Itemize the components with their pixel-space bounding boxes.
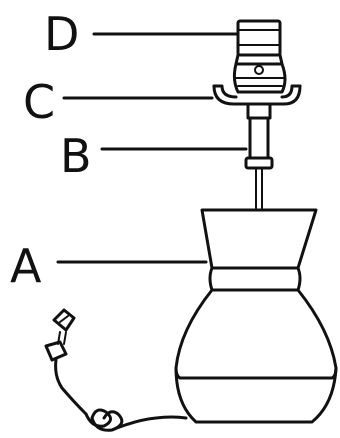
label-c: C [23,75,55,129]
part-a-lamp-base [174,208,338,424]
part-d-socket [232,19,287,94]
label-d: D [44,7,79,61]
label-b: B [60,129,92,183]
power-cord-with-plug [44,308,188,432]
label-a: A [10,239,42,293]
part-b-neck [244,116,274,209]
